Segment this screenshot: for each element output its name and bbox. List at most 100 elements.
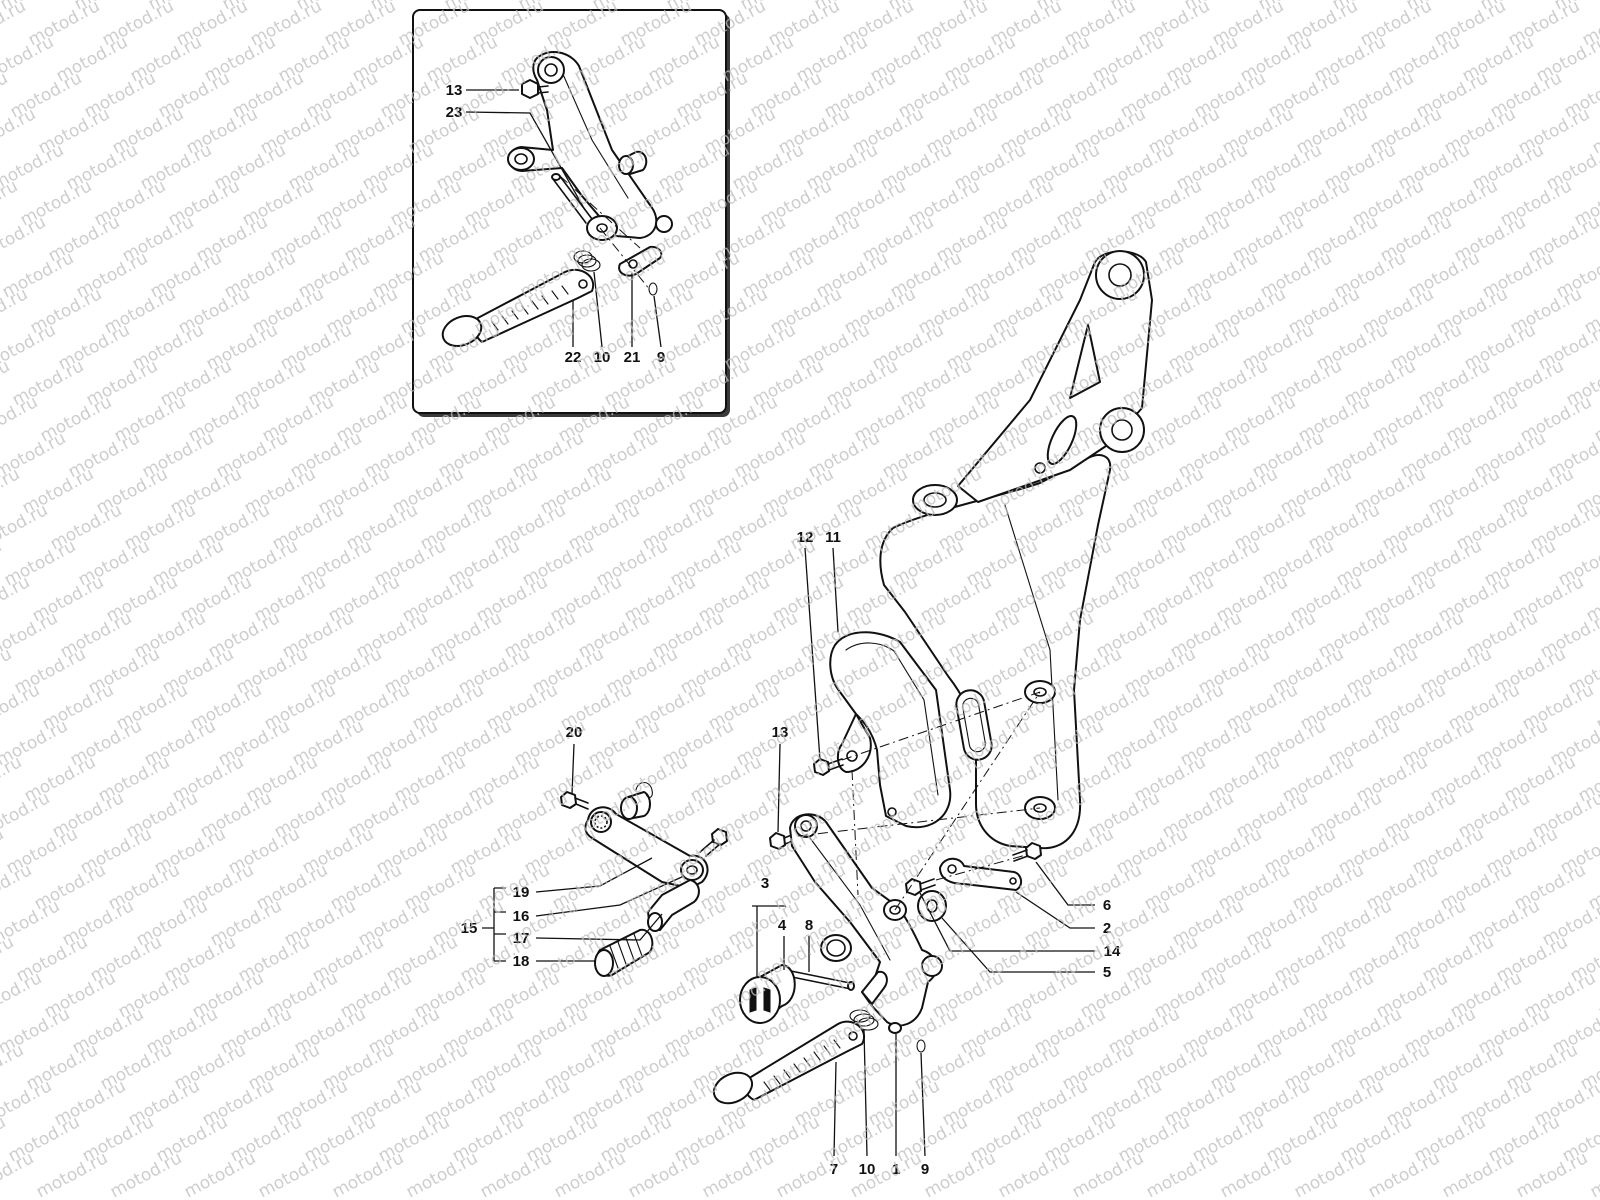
frame-bracket-arm-slot <box>1046 415 1078 465</box>
shift-lever <box>584 806 709 889</box>
label-11: 11 <box>825 529 841 546</box>
frame-bracket-arm-cutout <box>1069 324 1101 399</box>
heel-guard <box>829 631 952 829</box>
inset-bracket-left-boss-hole <box>514 153 528 165</box>
slider-knob-mark <box>749 987 771 1013</box>
inset-footpeg-pivot <box>578 279 588 289</box>
inset-spring-coil <box>577 254 597 268</box>
inset-label-22: 22 <box>565 349 582 366</box>
axis-line <box>841 691 1041 761</box>
rear-link-hole <box>947 864 957 874</box>
leader-17 <box>535 913 663 941</box>
main-assembly: 12 11 13 20 19 16 15 17 18 3 4 8 6 2 14 … <box>461 250 1153 1178</box>
slider-knob-face <box>739 976 781 1024</box>
inset-pin-shaft <box>552 174 593 224</box>
leader-14 <box>919 892 1095 952</box>
mount-bolt-shaft <box>1012 849 1029 862</box>
heel-guard-tab <box>836 713 872 773</box>
inset-pin-end <box>551 173 561 181</box>
axis-line <box>935 854 1027 881</box>
frame-bracket-slot-inner <box>962 697 986 753</box>
label-10: 10 <box>859 1161 876 1178</box>
lever-screw-shaft <box>699 839 721 857</box>
inset-label-13: 13 <box>446 82 463 99</box>
label-14: 14 <box>1104 943 1121 960</box>
bracket-3 <box>752 905 786 978</box>
label-2: 2 <box>1103 920 1111 937</box>
lever-screw <box>699 828 728 857</box>
footpeg-hanger-eye-hole <box>800 820 812 832</box>
label-19: 19 <box>513 884 530 901</box>
leader-13 <box>777 743 781 833</box>
label-13: 13 <box>772 724 789 741</box>
footpeg-spring <box>849 1009 879 1031</box>
frame-bracket-boss-hole <box>923 492 947 508</box>
heel-guard-tab-hole <box>846 750 858 762</box>
inset-panel: 13 23 22 10 21 9 <box>412 9 730 417</box>
inset-bracket-rib <box>561 71 629 199</box>
shift-lever-body <box>584 806 709 889</box>
label-15: 15 <box>461 920 478 937</box>
label-16: 16 <box>513 908 530 925</box>
footpeg-hanger-pivot <box>888 1022 902 1034</box>
inset-spring-coil <box>581 258 601 272</box>
label-4: 4 <box>778 917 787 934</box>
footpeg-spring-coil <box>857 1017 879 1031</box>
inset-bolt-shaft <box>537 85 549 94</box>
axis-line <box>894 691 1041 911</box>
frame-bracket-rib <box>1004 504 1059 801</box>
leader-5 <box>941 917 1095 973</box>
label-3: 3 <box>761 875 769 892</box>
shift-shaft-face <box>620 796 638 820</box>
link-bolt-shaft <box>919 878 936 891</box>
shift-lever-spline <box>594 815 608 829</box>
inset-washer-hole <box>596 223 608 233</box>
inset-footpeg-ribs <box>491 285 569 331</box>
footpeg-hanger <box>789 813 943 1034</box>
axis-line <box>851 769 859 896</box>
footpeg-clip <box>916 1039 926 1053</box>
label-9: 9 <box>921 1161 929 1178</box>
footpeg-knob <box>712 1071 754 1105</box>
label-6: 6 <box>1103 897 1111 914</box>
inset-pad-hole <box>628 259 638 269</box>
inset-leader-9 <box>653 295 662 348</box>
inset-axis-line <box>559 175 641 249</box>
leader-2 <box>1015 891 1095 929</box>
knob-pin <box>785 969 855 991</box>
label-7: 7 <box>830 1161 838 1178</box>
mount-bolt <box>1012 842 1042 862</box>
footpeg-spring-coil <box>853 1013 875 1027</box>
inset-footpeg-knob <box>441 315 483 347</box>
shift-peg-rubber <box>594 928 654 977</box>
leader-16 <box>535 875 685 917</box>
inset-label-21: 21 <box>624 349 641 366</box>
leader-20 <box>571 743 575 795</box>
knob-pin-end <box>847 981 855 991</box>
frame-bracket <box>879 250 1153 850</box>
shift-shaft-spring <box>635 781 653 799</box>
leader-10 <box>863 1029 868 1157</box>
inset-footpeg-bracket <box>507 51 673 239</box>
inset-bracket-right-boss-face <box>618 155 634 175</box>
inset-clip <box>648 282 658 296</box>
inset-pad <box>618 245 663 277</box>
shift-shaft <box>620 781 653 820</box>
footpeg-hanger-rib <box>809 837 891 961</box>
inset-bracket-body <box>508 51 658 239</box>
shift-lever-end-hole <box>686 865 698 875</box>
frame-bracket-slot <box>955 689 993 761</box>
frame-bracket-plate <box>879 454 1112 850</box>
heel-guard-lower-hole <box>887 807 897 817</box>
heel-guard-edge <box>845 642 939 796</box>
label-1: 1 <box>892 1161 900 1178</box>
leader-7 <box>833 1061 837 1157</box>
inset-label-10: 10 <box>594 349 611 366</box>
lever-screw-head <box>711 828 728 846</box>
label-8: 8 <box>805 917 813 934</box>
axis-line <box>797 807 1041 837</box>
inset-leader-10 <box>593 271 603 348</box>
shift-peg-rubber-end <box>594 949 614 977</box>
rear-link-body <box>939 857 1022 891</box>
